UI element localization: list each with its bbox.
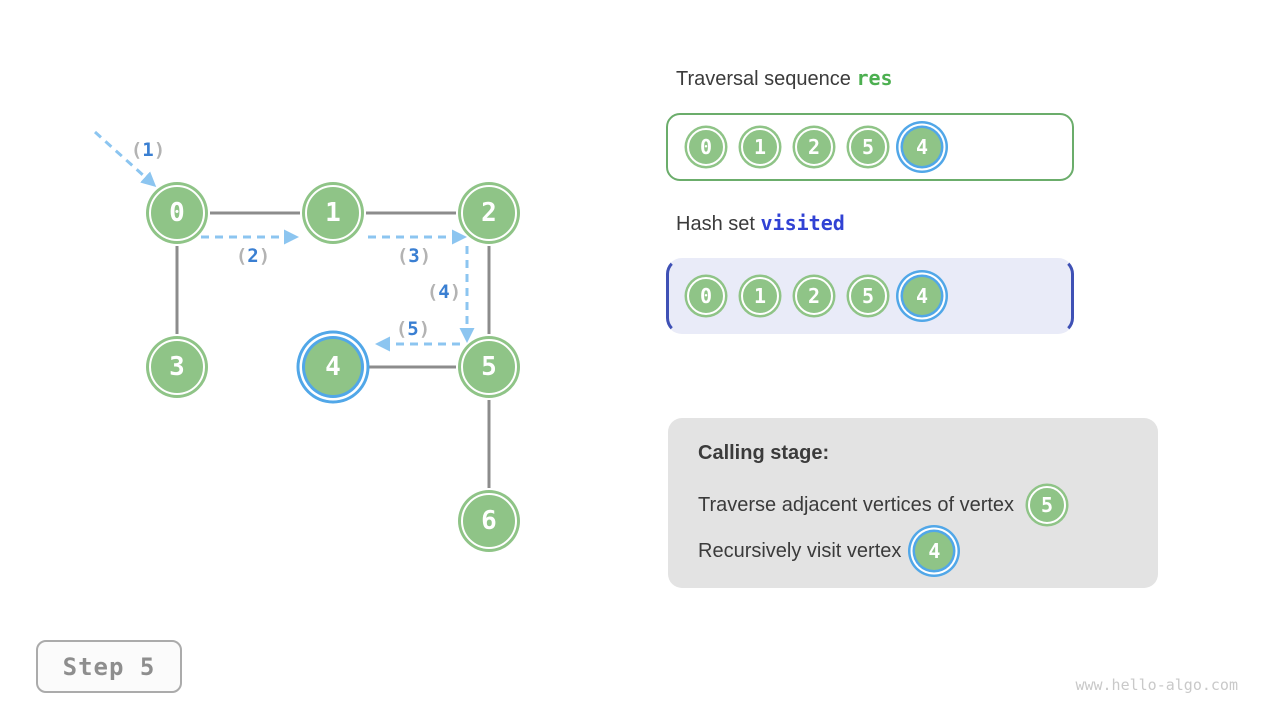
sequence-item-2: 2: [795, 128, 833, 166]
sequence-item-1: 1: [741, 128, 779, 166]
calling-stage-line-text: Traverse adjacent vertices of vertex: [698, 493, 1015, 516]
vertex-badge-4: 4: [915, 532, 954, 570]
visited-item-2: 2: [795, 277, 833, 315]
visited-item-1: 1: [741, 277, 779, 315]
sequence-title-text: Traversal sequence: [676, 68, 857, 90]
graph-node-3: 3: [149, 339, 205, 395]
sequence-title: Traversal sequence res: [676, 66, 893, 91]
graph-node-0: 0: [149, 185, 205, 241]
graph-node-6: 6: [461, 493, 517, 549]
visited-title-code: visited: [760, 211, 845, 235]
sequence-title-code: res: [856, 66, 893, 90]
arrow-order-label-3: (3): [396, 245, 432, 267]
visited-title-text: Hash set: [676, 213, 761, 235]
calling-stage-heading: Calling stage:: [698, 442, 830, 464]
graph-edges-layer: [93, 130, 491, 488]
sequence-item-4: 4: [903, 128, 941, 166]
graph-area: (1) (2) (3) (4) (5) 0 1 2 3 4 5 6: [0, 0, 660, 660]
visited-item-4: 4: [903, 277, 941, 315]
vertex-badge-5: 5: [1028, 486, 1067, 524]
visited-item-0: 0: [687, 277, 725, 315]
graph-node-5: 5: [461, 339, 517, 395]
sequence-item-0: 0: [687, 128, 725, 166]
step-indicator: Step 5: [36, 640, 182, 693]
visited-item-5: 5: [849, 277, 887, 315]
graph-node-4: 4: [305, 339, 361, 395]
visited-title: Hash set visited: [676, 211, 845, 236]
calling-stage-line-2: Recursively visit vertex 4: [698, 529, 1128, 573]
calling-stage-box: Calling stage: Traverse adjacent vertice…: [668, 418, 1158, 588]
arrow-order-label-1: (1): [130, 139, 166, 161]
arrow-order-label-2: (2): [235, 245, 271, 267]
calling-stage-line-text: Recursively visit vertex: [698, 539, 902, 562]
graph-node-2: 2: [461, 185, 517, 241]
watermark: www.hello-algo.com: [1075, 676, 1238, 694]
calling-stage-line-1: Traverse adjacent vertices of vertex 5: [698, 483, 1128, 527]
graph-node-1: 1: [305, 185, 361, 241]
arrow-order-label-5: (5): [395, 318, 431, 340]
arrow-order-label-4: (4): [426, 281, 462, 303]
sequence-item-5: 5: [849, 128, 887, 166]
